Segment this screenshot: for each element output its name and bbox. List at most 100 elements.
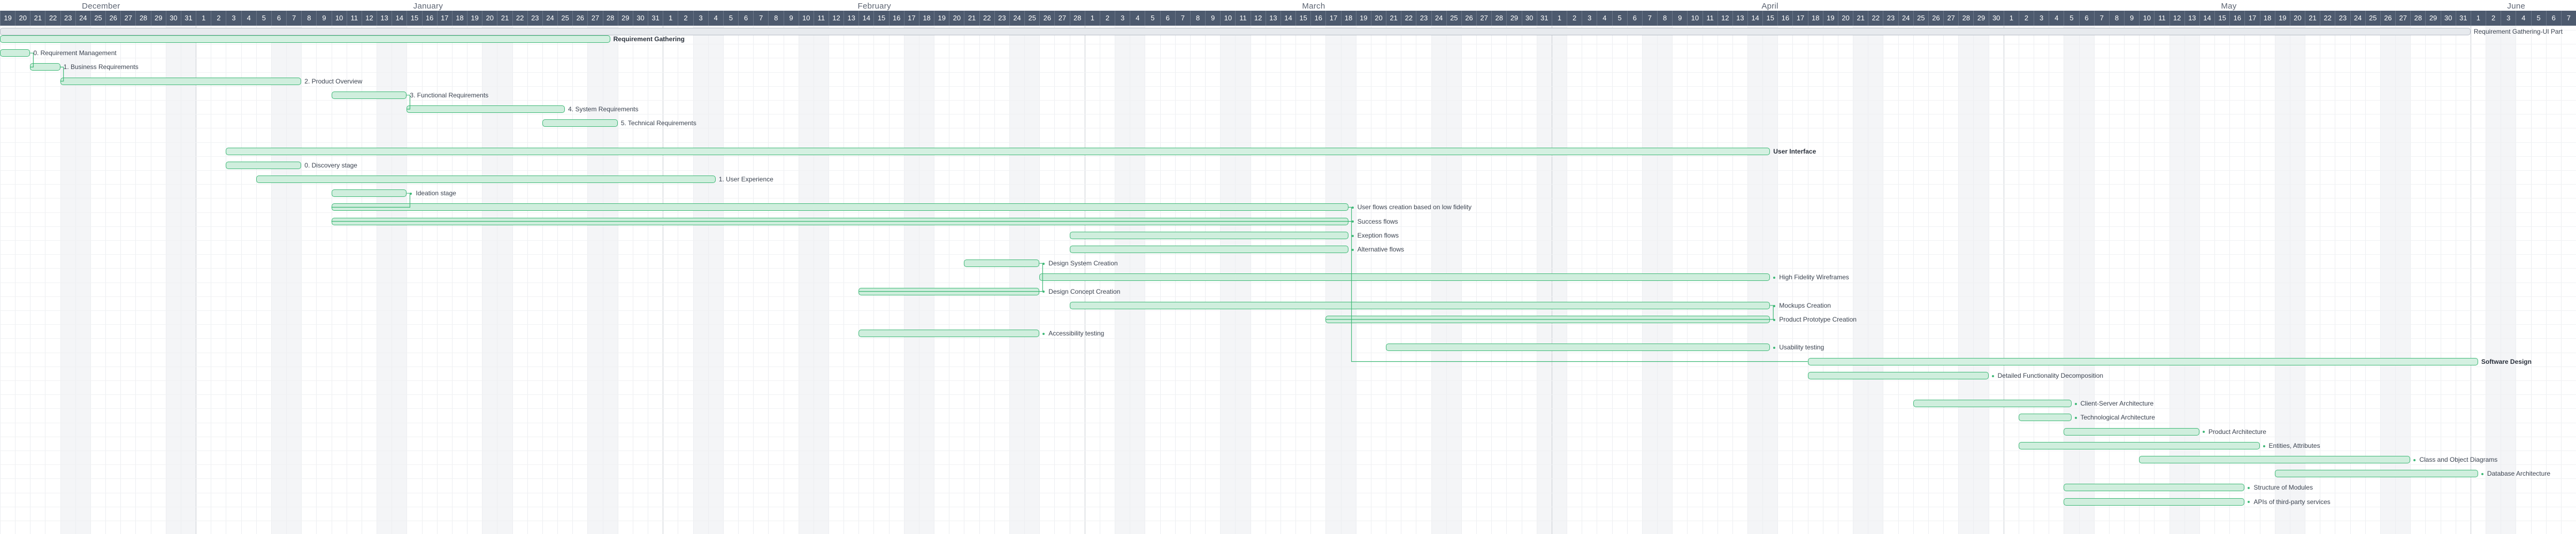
weekend-column (1853, 26, 1868, 534)
day-number: 7 (1642, 11, 1657, 26)
day-number: 17 (1792, 11, 1807, 26)
day-number: 27 (1943, 11, 1958, 26)
row-gridline (0, 170, 2576, 171)
row-gridline (0, 142, 2576, 143)
task-label-text: Entities, Attributes (2268, 441, 2320, 449)
task-label: Technological Architecture (2074, 414, 2155, 421)
bullet-icon (2263, 445, 2265, 447)
bullet-icon (2413, 459, 2416, 461)
day-number: 7 (286, 11, 301, 26)
day-gridline (2380, 26, 2381, 534)
day-number: 11 (346, 11, 362, 26)
task-label-text: Usability testing (1779, 344, 1824, 352)
summary-bar[interactable] (1807, 357, 2478, 365)
weekend-column (918, 26, 934, 534)
day-number: 25 (557, 11, 572, 26)
day-gridline (60, 26, 61, 534)
bullet-icon (410, 193, 412, 195)
task-bar[interactable] (2274, 470, 2478, 478)
bullet-icon (1773, 277, 1776, 279)
day-gridline (2350, 26, 2351, 534)
task-bar[interactable] (1069, 231, 1348, 239)
task-bar[interactable] (1069, 301, 1770, 309)
day-number: 9 (1205, 11, 1220, 26)
task-bar[interactable] (407, 105, 565, 113)
day-gridline (2214, 26, 2215, 534)
weekend-column (2274, 26, 2290, 534)
task-bar[interactable] (1807, 371, 1989, 379)
day-number: 28 (1491, 11, 1506, 26)
task-bar[interactable] (331, 217, 1348, 225)
bullet-icon (1351, 248, 1354, 251)
bullet-icon (1351, 207, 1354, 209)
day-number: 1 (1084, 11, 1100, 26)
day-gridline (2139, 26, 2140, 534)
day-number: 13 (1732, 11, 1747, 26)
day-gridline (75, 26, 76, 534)
task-bar[interactable] (1069, 246, 1348, 253)
bullet-icon (2074, 417, 2077, 419)
task-bar[interactable] (1386, 344, 1770, 352)
task-label-text: Detailed Functionality Decomposition (1997, 371, 2104, 379)
day-number: 14 (858, 11, 873, 26)
day-gridline (2124, 26, 2125, 534)
day-number: 24 (542, 11, 557, 26)
task-bar[interactable] (0, 49, 30, 57)
day-number: 11 (2154, 11, 2169, 26)
day-number: 18 (1807, 11, 1823, 26)
task-bar[interactable] (858, 330, 1040, 338)
weekend-column (377, 26, 392, 534)
task-bar[interactable] (0, 28, 2471, 35)
task-bar[interactable] (2064, 484, 2245, 492)
day-number: 20 (1837, 11, 1853, 26)
task-bar[interactable] (331, 91, 407, 99)
day-gridline (768, 26, 769, 534)
day-number: 18 (2259, 11, 2275, 26)
task-bar[interactable] (1039, 273, 1770, 281)
summary-bar[interactable] (226, 147, 1770, 155)
task-bar[interactable] (256, 176, 716, 183)
day-number: 23 (994, 11, 1009, 26)
task-bar[interactable] (858, 287, 1040, 295)
day-number: 10 (1220, 11, 1235, 26)
task-bar[interactable] (542, 119, 618, 127)
day-number: 1 (1551, 11, 1567, 26)
day-number: 24 (1898, 11, 1913, 26)
task-bar[interactable] (226, 161, 302, 169)
day-number: 5 (2531, 11, 2546, 26)
task-bar[interactable] (2018, 414, 2072, 422)
day-number: 4 (2049, 11, 2064, 26)
task-bar[interactable] (2064, 428, 2199, 436)
task-bar[interactable] (1913, 400, 2072, 408)
day-number: 10 (798, 11, 814, 26)
task-label: Accessibility testing (1042, 330, 1104, 337)
task-bar[interactable] (2139, 456, 2411, 463)
day-number: 8 (1657, 11, 1672, 26)
task-bar[interactable] (331, 189, 407, 197)
task-bar[interactable] (2064, 498, 2245, 506)
task-bar[interactable] (964, 260, 1040, 268)
day-number: 15 (407, 11, 421, 26)
day-number: 20 (15, 11, 30, 26)
task-label-text: Database Architecture (2487, 470, 2550, 478)
task-bar[interactable] (60, 77, 302, 85)
weekend-column (271, 26, 287, 534)
task-bar[interactable] (1325, 316, 1770, 323)
weekend-column (392, 26, 407, 534)
task-label: 3. Functional Requirements (410, 91, 488, 99)
row-gridline (0, 240, 2576, 241)
day-number: 3 (1115, 11, 1130, 26)
day-number: 22 (1401, 11, 1416, 26)
task-bar[interactable] (30, 63, 60, 71)
task-bar[interactable] (2018, 441, 2260, 449)
summary-bar[interactable] (0, 35, 610, 43)
task-label-text: Software Design (2481, 357, 2532, 365)
day-gridline (271, 26, 272, 534)
day-gridline (572, 26, 573, 534)
task-label: User flows creation based on low fidelit… (1351, 203, 1471, 211)
task-bar[interactable] (331, 203, 1348, 211)
day-number: 21 (1386, 11, 1401, 26)
task-label: Product Prototype Creation (1773, 316, 1857, 323)
task-label-text: Ideation stage (416, 189, 456, 197)
day-number: 13 (377, 11, 392, 26)
